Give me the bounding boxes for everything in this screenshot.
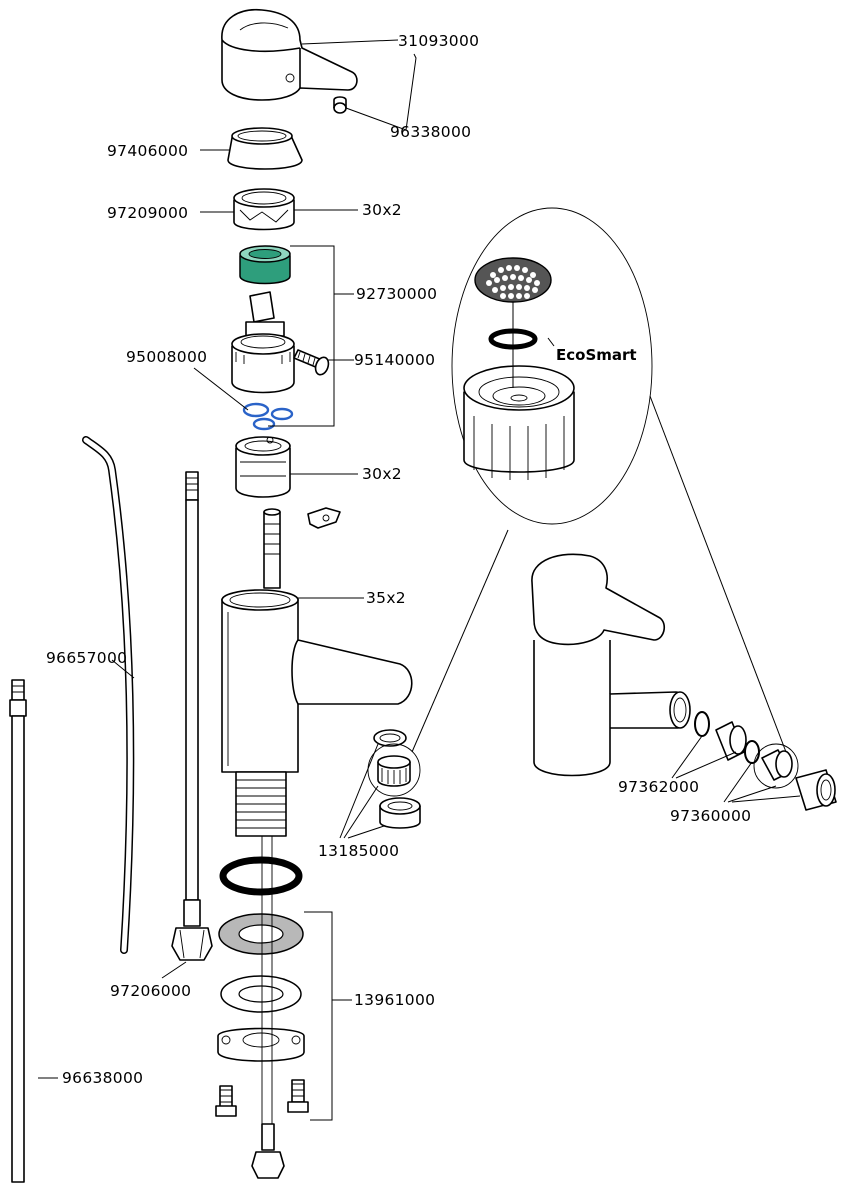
white-washer bbox=[220, 975, 302, 1013]
black-o-ring bbox=[219, 856, 303, 896]
label-outlet-seal: 97362000 bbox=[618, 778, 699, 796]
blue-seals bbox=[242, 402, 294, 431]
faucet-body bbox=[221, 589, 413, 773]
mounting-plate bbox=[217, 1027, 305, 1062]
threaded-shank bbox=[235, 771, 287, 837]
leader-lines bbox=[38, 39, 801, 1121]
label-cartridge-set: 92730000 bbox=[356, 285, 437, 303]
grey-washer bbox=[218, 913, 304, 955]
label-mount-set: 13961000 bbox=[354, 991, 435, 1009]
screw bbox=[293, 349, 330, 376]
nut-b bbox=[235, 436, 291, 498]
label-hose-b: 96638000 bbox=[62, 1069, 143, 1087]
label-nut-a: 97209000 bbox=[107, 204, 188, 222]
set-pin bbox=[333, 96, 347, 114]
stem-connector bbox=[263, 508, 281, 589]
bolt-left bbox=[215, 1085, 237, 1117]
straight-hose bbox=[9, 679, 27, 1183]
label-ecosmart: EcoSmart bbox=[556, 346, 637, 364]
label-cap: 97406000 bbox=[107, 142, 188, 160]
nut-a bbox=[233, 188, 295, 231]
bolt-right bbox=[287, 1079, 309, 1113]
cover-cap bbox=[227, 127, 303, 170]
outlet-parts bbox=[694, 711, 837, 811]
hose-with-connector bbox=[171, 471, 213, 961]
clip bbox=[307, 507, 341, 529]
handle-lever bbox=[221, 8, 358, 101]
label-body-size: 35x2 bbox=[366, 589, 406, 607]
label-hose-a: 96657000 bbox=[46, 649, 127, 667]
faucet-assembled bbox=[531, 553, 691, 777]
label-aerator: 13185000 bbox=[318, 842, 399, 860]
lower-stem bbox=[251, 836, 285, 1179]
label-nut-b-size: 30x2 bbox=[362, 465, 402, 483]
label-screw: 95140000 bbox=[354, 351, 435, 369]
label-connector: 97206000 bbox=[110, 982, 191, 1000]
label-outlet-parts: 97360000 bbox=[670, 807, 751, 825]
label-handle: 31093000 bbox=[398, 32, 479, 50]
label-pin: 96338000 bbox=[390, 123, 471, 141]
cartridge-ring-green bbox=[239, 245, 291, 285]
label-seals: 95008000 bbox=[126, 348, 207, 366]
cartridge bbox=[231, 291, 295, 394]
curved-hose bbox=[82, 436, 135, 954]
label-nut-a-size: 30x2 bbox=[362, 201, 402, 219]
ecosmart-detail bbox=[451, 207, 653, 525]
aerator-parts bbox=[367, 729, 421, 829]
